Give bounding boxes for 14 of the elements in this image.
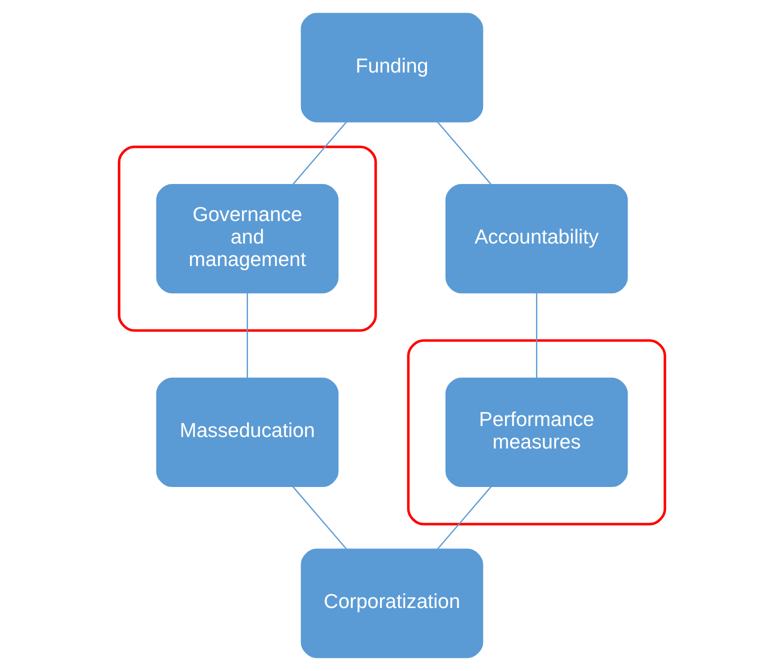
connector	[437, 486, 492, 550]
cluster	[118, 146, 377, 332]
node-box: Corporatization	[300, 548, 484, 658]
connector	[292, 121, 348, 185]
node-box: Accountability	[445, 184, 628, 294]
node-box: Funding	[300, 12, 484, 122]
connector	[536, 293, 538, 378]
connector	[436, 121, 492, 185]
connector	[292, 486, 347, 550]
cluster	[407, 339, 666, 526]
node-box: Masseducation	[156, 378, 339, 488]
node-box: Governance and management	[156, 184, 339, 294]
connector	[246, 293, 248, 378]
node-box: Performance measures	[445, 378, 628, 488]
